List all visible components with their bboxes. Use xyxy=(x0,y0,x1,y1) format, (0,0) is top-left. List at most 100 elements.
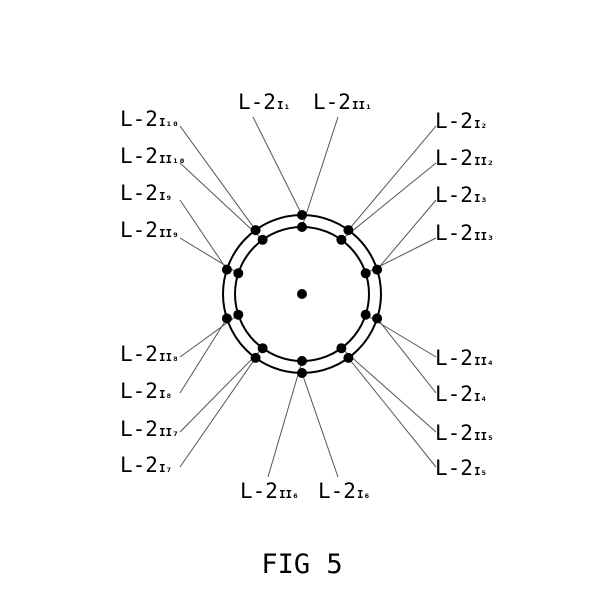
label-subscript: I₅ xyxy=(474,465,487,478)
label-main: L-2 xyxy=(435,382,473,406)
point-i-10 xyxy=(250,225,261,236)
label-ii4: L-2II₄ xyxy=(435,346,494,370)
point-ii-10 xyxy=(257,234,268,245)
label-main: L-2 xyxy=(120,218,158,242)
label-i9: L-2I₉ xyxy=(120,181,172,205)
label-main: L-2 xyxy=(435,456,473,480)
point-i-2 xyxy=(343,225,354,236)
label-i1: L-2I₁ xyxy=(238,90,290,114)
label-subscript: I₃ xyxy=(474,192,487,205)
leader-line-ii1 xyxy=(301,116,339,228)
figure-caption: FIG 5 xyxy=(261,549,342,580)
label-main: L-2 xyxy=(435,109,473,133)
label-subscript: II₄ xyxy=(474,355,494,368)
label-main: L-2 xyxy=(120,144,158,168)
leader-line-i7 xyxy=(179,357,257,468)
point-ii-5 xyxy=(336,343,347,354)
point-ii-3 xyxy=(360,268,371,279)
label-main: L-2 xyxy=(435,346,473,370)
leader-lines xyxy=(179,116,437,478)
leader-line-i9 xyxy=(179,199,228,270)
point-i-5 xyxy=(343,352,354,363)
label-ii6: L-2II₆ xyxy=(240,479,299,503)
point-ii-7 xyxy=(257,343,268,354)
leader-line-ii6 xyxy=(267,360,303,478)
leader-line-i5 xyxy=(348,357,437,468)
label-subscript: II₇ xyxy=(159,426,179,439)
leader-line-i4 xyxy=(376,318,437,394)
label-main: L-2 xyxy=(318,479,356,503)
label-main: L-2 xyxy=(120,107,158,131)
label-i7: L-2I₇ xyxy=(120,453,172,477)
point-ii-8 xyxy=(233,309,244,320)
label-i5: L-2I₅ xyxy=(435,456,487,480)
label-main: L-2 xyxy=(435,183,473,207)
label-subscript: I₉ xyxy=(159,190,172,203)
leader-line-i1 xyxy=(252,116,303,216)
point-ii-6 xyxy=(297,356,307,366)
label-i4: L-2I₄ xyxy=(435,382,487,406)
point-ii-9 xyxy=(233,268,244,279)
label-subscript: II₉ xyxy=(159,227,179,240)
label-i3: L-2I₃ xyxy=(435,183,487,207)
label-main: L-2 xyxy=(120,342,158,366)
label-main: L-2 xyxy=(120,379,158,403)
point-i-1 xyxy=(297,210,307,220)
label-i8: L-2I₈ xyxy=(120,379,172,403)
label-main: L-2 xyxy=(240,479,278,503)
label-main: L-2 xyxy=(120,417,158,441)
label-ii7: L-2II₇ xyxy=(120,417,179,441)
label-main: L-2 xyxy=(313,90,351,114)
point-i-3 xyxy=(372,264,383,275)
label-ii1: L-2II₁ xyxy=(313,90,372,114)
leader-line-i2 xyxy=(348,125,437,231)
label-subscript: II₁ xyxy=(352,99,372,112)
label-i2: L-2I₂ xyxy=(435,109,487,133)
point-i-7 xyxy=(250,352,261,363)
label-subscript: I₁ xyxy=(277,99,290,112)
leader-line-i3 xyxy=(376,199,437,270)
leader-line-i8 xyxy=(179,318,228,394)
label-main: L-2 xyxy=(120,181,158,205)
label-subscript: II₆ xyxy=(279,488,299,501)
label-ii5: L-2II₅ xyxy=(435,421,494,445)
label-ii10: L-2II₁₀ xyxy=(120,144,185,168)
label-main: L-2 xyxy=(238,90,276,114)
label-main: L-2 xyxy=(435,421,473,445)
leader-line-i10 xyxy=(179,125,257,231)
label-i6: L-2I₆ xyxy=(318,479,370,503)
label-subscript: II₂ xyxy=(474,155,494,168)
center-point xyxy=(297,289,307,299)
label-i10: L-2I₁₀ xyxy=(120,107,179,131)
label-subscript: I₂ xyxy=(474,118,487,131)
label-subscript: I₁₀ xyxy=(159,116,179,129)
leader-line-ii7 xyxy=(179,347,263,433)
label-subscript: I₄ xyxy=(474,391,487,404)
point-ii-2 xyxy=(336,234,347,245)
label-subscript: II₈ xyxy=(159,351,179,364)
label-main: L-2 xyxy=(435,146,473,170)
point-ii-1 xyxy=(297,222,307,232)
label-subscript: I₇ xyxy=(159,462,172,475)
label-subscript: II₁₀ xyxy=(159,153,186,166)
point-i-9 xyxy=(221,264,232,275)
point-ii-4 xyxy=(360,309,371,320)
label-ii9: L-2II₉ xyxy=(120,218,179,242)
label-subscript: II₅ xyxy=(474,430,494,443)
label-ii3: L-2II₃ xyxy=(435,221,494,245)
label-subscript: I₆ xyxy=(357,488,370,501)
point-i-6 xyxy=(297,368,307,378)
label-main: L-2 xyxy=(435,221,473,245)
leader-line-ii10 xyxy=(179,162,263,241)
leader-line-ii2 xyxy=(341,162,437,241)
label-subscript: II₃ xyxy=(474,230,494,243)
label-ii8: L-2II₈ xyxy=(120,342,179,366)
label-subscript: I₈ xyxy=(159,388,172,401)
label-ii2: L-2II₂ xyxy=(435,146,494,170)
leader-line-i6 xyxy=(301,372,339,478)
point-i-8 xyxy=(221,313,232,324)
ring-points xyxy=(221,210,383,378)
leader-line-ii5 xyxy=(341,347,437,433)
